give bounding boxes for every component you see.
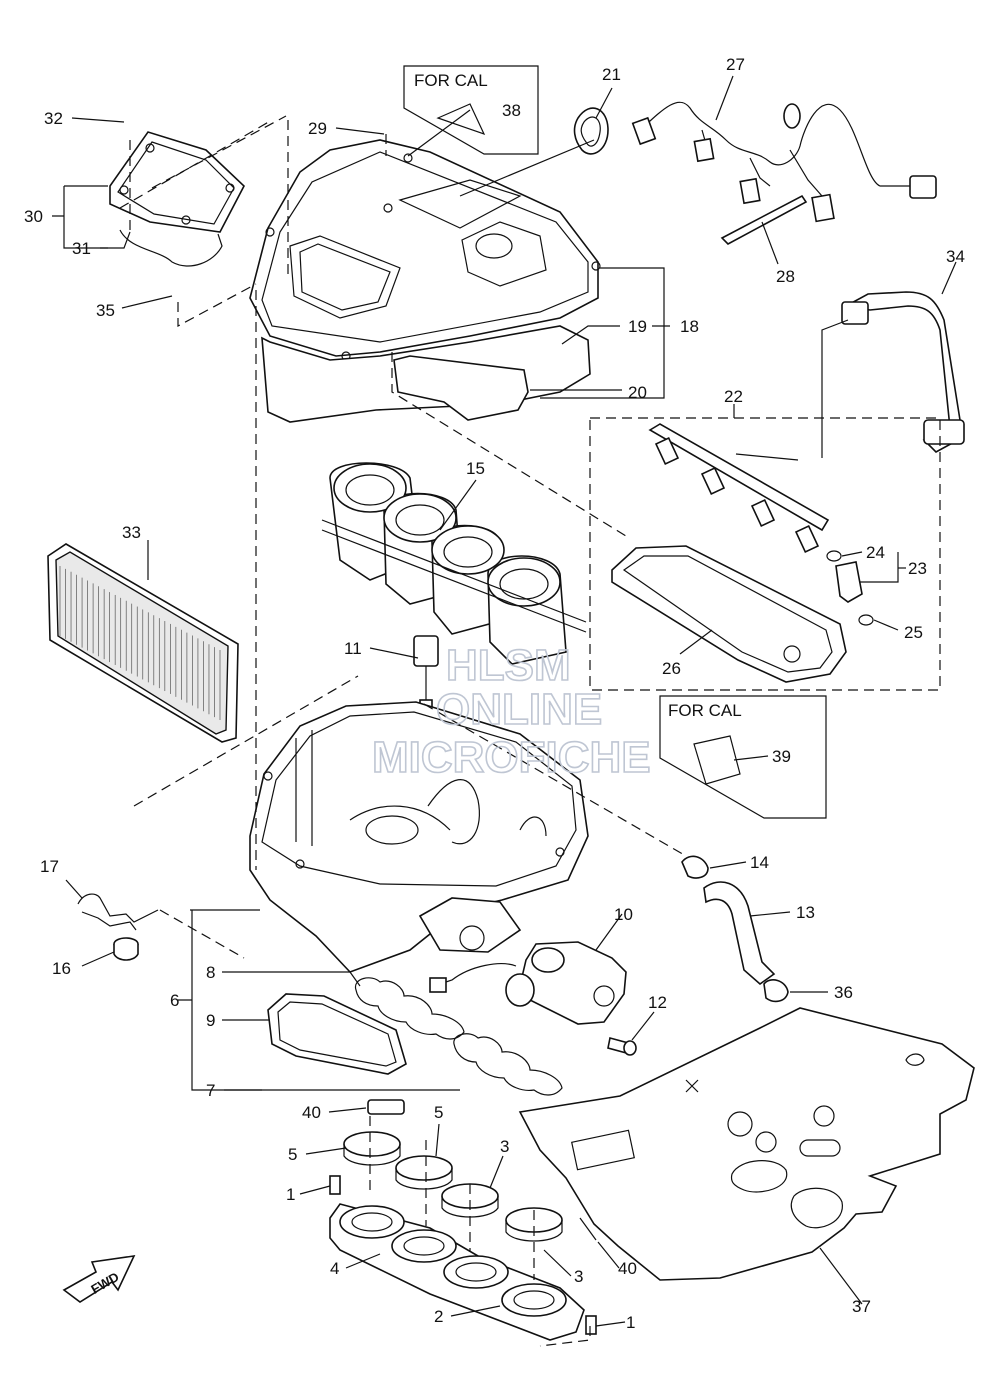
callout-11: 11 <box>344 639 362 658</box>
fuel-hose <box>841 291 965 453</box>
callout-12: 12 <box>648 993 667 1012</box>
sub-cover <box>109 131 245 267</box>
throttle-body-assembly <box>321 462 587 719</box>
assembly-guides <box>119 115 941 1347</box>
callout-15: 15 <box>466 459 485 478</box>
callout-26: 26 <box>662 659 681 678</box>
callout-35: 35 <box>96 301 115 320</box>
watermark: HLSM ONLINE MICROFICHE <box>371 640 651 783</box>
callout-23: 23 <box>908 559 927 578</box>
callout-2: 2 <box>434 1307 443 1326</box>
callout-4: 4 <box>330 1259 339 1278</box>
callout-8: 8 <box>206 963 215 982</box>
callout-39: 39 <box>772 747 791 766</box>
air-filter-case-cover <box>249 139 601 361</box>
callout-36: 36 <box>834 983 853 1002</box>
insulator-sheet <box>518 1007 975 1281</box>
callout-27: 27 <box>726 55 745 74</box>
callout-40-bottom: 40 <box>618 1259 637 1278</box>
for-cal-box-2 <box>659 695 827 819</box>
callout-1-right: 1 <box>626 1313 635 1332</box>
callout-14: 14 <box>750 853 769 872</box>
callout-5-right: 5 <box>434 1103 443 1122</box>
air-filter-element <box>47 543 239 743</box>
callout-25: 25 <box>904 623 923 642</box>
callout-9: 9 <box>206 1011 215 1030</box>
rail-cover <box>611 545 847 683</box>
callout-20: 20 <box>628 383 647 402</box>
callout-24: 24 <box>866 543 885 562</box>
callout-3-bottom: 3 <box>574 1267 583 1286</box>
callout-13: 13 <box>796 903 815 922</box>
for-cal-label-2: FOR CAL <box>668 701 742 720</box>
fuel-rail-assembly <box>648 423 830 553</box>
bolt-12 <box>607 1037 637 1056</box>
fwd-arrow-icon: FWD <box>62 1254 136 1303</box>
watermark-line3: MICROFICHE <box>372 733 651 782</box>
callout-17: 17 <box>40 857 59 876</box>
callout-40-top: 40 <box>302 1103 321 1122</box>
callout-30: 30 <box>24 207 43 226</box>
callout-18: 18 <box>680 317 699 336</box>
watermark-line2: ONLINE <box>436 685 602 734</box>
callout-29: 29 <box>308 119 327 138</box>
damper <box>113 937 139 961</box>
callout-28: 28 <box>776 267 795 286</box>
callout-3-top: 3 <box>500 1137 509 1156</box>
air-filter-case <box>249 701 589 973</box>
for-cal-box-1 <box>403 65 539 157</box>
callout-10: 10 <box>614 905 633 924</box>
callout-1-left: 1 <box>286 1185 295 1204</box>
gasket-8 <box>354 977 465 1040</box>
callout-19: 19 <box>628 317 647 336</box>
wire-harness <box>631 101 937 223</box>
watermark-line1: HLSM <box>446 641 571 690</box>
callout-5-left: 5 <box>288 1145 297 1164</box>
callout-38: 38 <box>502 101 521 120</box>
intake-joints <box>329 1203 585 1341</box>
gasket-7 <box>453 1033 563 1096</box>
screws-1 <box>329 1175 597 1335</box>
fuel-injector <box>826 550 874 626</box>
for-cal-label-1: FOR CAL <box>414 71 488 90</box>
breather-hose <box>681 855 789 1003</box>
cover-plate <box>393 355 529 421</box>
callout-32: 32 <box>44 109 63 128</box>
callout-21: 21 <box>602 65 621 84</box>
leader-lines <box>52 75 957 1327</box>
clamp-40 <box>367 1099 597 1241</box>
grommet <box>573 107 609 155</box>
callout-6: 6 <box>170 991 179 1010</box>
gasket-9 <box>267 993 407 1075</box>
callout-37: 37 <box>852 1297 871 1316</box>
callout-33: 33 <box>122 523 141 542</box>
cable-band <box>720 194 808 245</box>
callout-16: 16 <box>52 959 71 978</box>
valve-assembly <box>429 941 627 1025</box>
callout-31: 31 <box>72 239 91 258</box>
bracket <box>77 893 159 931</box>
callout-34: 34 <box>946 247 965 266</box>
callout-labels: 32 30 31 35 29 FOR CAL 38 21 27 28 34 19… <box>24 55 965 1332</box>
callout-7: 7 <box>206 1081 215 1100</box>
callout-22: 22 <box>724 387 743 406</box>
